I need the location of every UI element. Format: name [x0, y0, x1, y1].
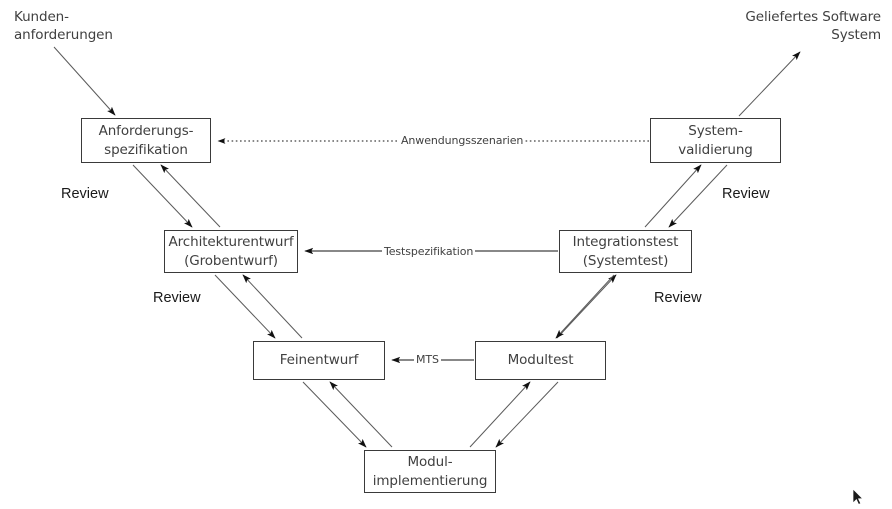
node-anforderungsspezifikation[interactable]: Anforderungs- spezifikation	[81, 118, 211, 163]
node-label: Feinentwurf	[279, 352, 359, 369]
arrow-feinentwurf-to-architekturentwurf	[242, 274, 303, 339]
node-modulimplementierung[interactable]: Modul- implementierung	[364, 450, 496, 493]
label-testspezifikation: Testspezifikation	[382, 245, 476, 258]
arrow-modultest-to-integrationstest	[556, 274, 617, 339]
arrow-modulimplementierung-to-modultest	[469, 381, 531, 448]
arrow-architekturentwurf-to-feinentwurf	[214, 274, 276, 339]
node-modultest[interactable]: Modultest	[475, 341, 606, 380]
arrow-anforderungsspezifikation-to-architekturentwurf	[132, 164, 193, 228]
label-anwendungsszenarien: Anwendungsszenarien	[399, 134, 526, 147]
node-label: Modul- implementierung	[372, 454, 488, 489]
label-mts: MTS	[414, 353, 441, 366]
node-label: System- validierung	[678, 123, 753, 158]
arrow-systemvalidierung-to-geliefertes-system	[738, 51, 801, 117]
label-review-left-lower: Review	[153, 290, 201, 306]
arrow-kundenanforderungen-to-anforderungsspezifikation	[53, 46, 116, 116]
label-kundenanforderungen: Kunden- anforderungen	[14, 9, 113, 44]
arrow-modultest-to-modulimplementierung	[495, 381, 559, 448]
arrow-integrationstest-to-systemvalidierung	[644, 164, 702, 228]
node-label: Architekturentwurf (Grobentwurf)	[168, 234, 294, 269]
node-architekturentwurf[interactable]: Architekturentwurf (Grobentwurf)	[164, 230, 298, 273]
label-geliefertes-software-system: Geliefertes Software System	[745, 9, 881, 44]
node-label: Integrationstest (Systemtest)	[572, 234, 679, 269]
node-feinentwurf[interactable]: Feinentwurf	[253, 341, 385, 380]
arrow-architekturentwurf-to-anforderungsspezifikation	[160, 164, 221, 228]
node-label: Modultest	[507, 352, 574, 369]
node-integrationstest[interactable]: Integrationstest (Systemtest)	[559, 230, 692, 273]
arrow-feinentwurf-to-modulimplementierung	[302, 381, 367, 448]
node-label: Anforderungs- spezifikation	[98, 123, 194, 158]
arrow-systemvalidierung-to-integrationstest	[668, 164, 728, 228]
label-review-right-upper: Review	[722, 186, 770, 202]
label-review-left-upper: Review	[61, 186, 109, 202]
mouse-pointer-icon	[852, 488, 864, 505]
arrow-integrationstest-to-modultest	[555, 274, 615, 339]
arrow-modulimplementierung-to-feinentwurf	[329, 381, 393, 448]
label-review-right-lower: Review	[654, 290, 702, 306]
node-systemvalidierung[interactable]: System- validierung	[650, 118, 781, 163]
